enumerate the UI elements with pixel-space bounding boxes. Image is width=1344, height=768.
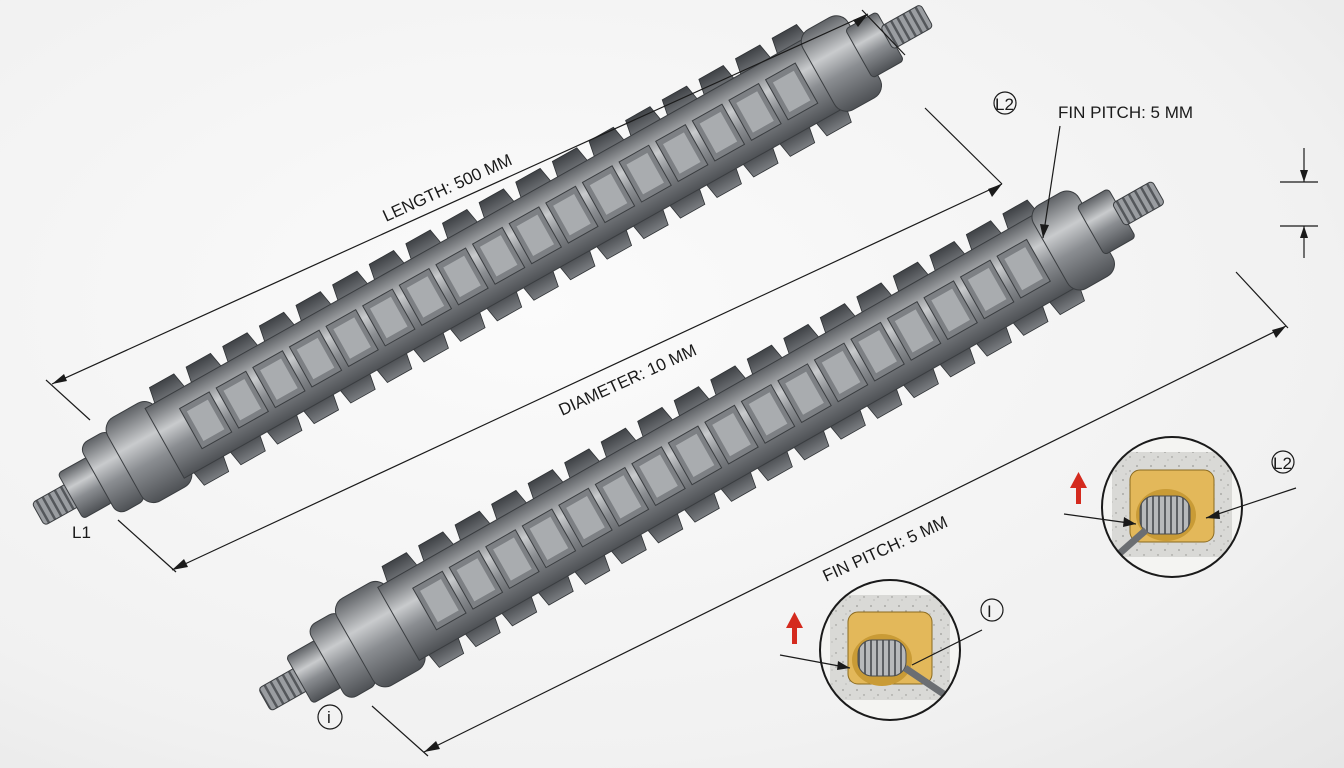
detail-view-i: I	[779, 579, 1004, 721]
fin-pitch-bottom-label: FIN PITCH: 5 MM	[820, 512, 951, 585]
i-detail-label: I	[987, 602, 992, 621]
fin-window-inner	[516, 214, 555, 256]
top-rod	[32, 5, 933, 525]
top-rod-windows	[178, 62, 819, 450]
fin-window-inner	[406, 276, 445, 318]
fin-window-inner	[553, 194, 591, 236]
red-up-arrow-icon	[1070, 472, 1087, 504]
fin-window-inner	[639, 454, 678, 498]
l2-detail-label: L2	[1273, 454, 1292, 473]
top-rod-thread-right	[881, 5, 933, 49]
fin-window-inner	[589, 173, 628, 215]
fin-window-inner	[967, 267, 1007, 311]
svg-text:i: i	[327, 708, 331, 727]
l2-top-marker: L2	[993, 91, 1017, 115]
fin-window-inner	[456, 558, 496, 602]
fin-window-inner	[333, 317, 371, 359]
svg-text:L2: L2	[995, 95, 1014, 114]
bottom-rod-windows	[412, 238, 1051, 631]
fin-window-inner	[566, 496, 605, 540]
fin-window-inner	[420, 579, 459, 623]
fin-window-inner	[186, 399, 225, 441]
coiled-rod-l2	[1139, 495, 1191, 535]
fin-window-inner	[369, 296, 408, 339]
fin-window-inner	[479, 235, 518, 277]
fin-window-inner	[493, 537, 532, 581]
fin-pitch-top-label: FIN PITCH: 5 MM	[1058, 103, 1193, 122]
fin-window-inner	[602, 475, 642, 519]
fin-window-inner	[626, 152, 664, 195]
fin-window-inner	[931, 288, 970, 332]
coiled-rod	[857, 639, 907, 677]
fin-window-inner	[736, 91, 774, 133]
red-up-arrow-icon	[786, 612, 803, 644]
fin-window-inner	[772, 70, 811, 113]
fin-window-inner	[675, 433, 715, 477]
fin-window-inner	[529, 516, 569, 560]
l1-label: L1	[72, 523, 91, 542]
fin-window-inner	[821, 350, 861, 394]
fin-window-inner	[260, 358, 298, 400]
fin-window-inner	[296, 337, 335, 380]
fin-window-inner	[1004, 247, 1044, 291]
fin-window-inner	[785, 371, 824, 415]
fin-window-inner	[663, 132, 701, 174]
fin-window-inner	[223, 379, 262, 421]
fin-pitch-callout: FIN PITCH: 5 MM	[1040, 103, 1193, 239]
fin-window-inner	[748, 392, 788, 436]
i-bottom-marker: i	[317, 704, 343, 730]
fin-window-inner	[443, 255, 481, 298]
fin-window-inner	[712, 413, 751, 457]
fin-window-inner	[858, 330, 897, 374]
thread-dimension	[1280, 148, 1318, 258]
fin-window-inner	[699, 111, 738, 154]
fin-window-inner	[894, 309, 934, 353]
detail-view-l2: L2	[1063, 436, 1297, 578]
bottom-rod-thread-right	[1112, 181, 1164, 226]
bottom-rod	[259, 181, 1164, 711]
